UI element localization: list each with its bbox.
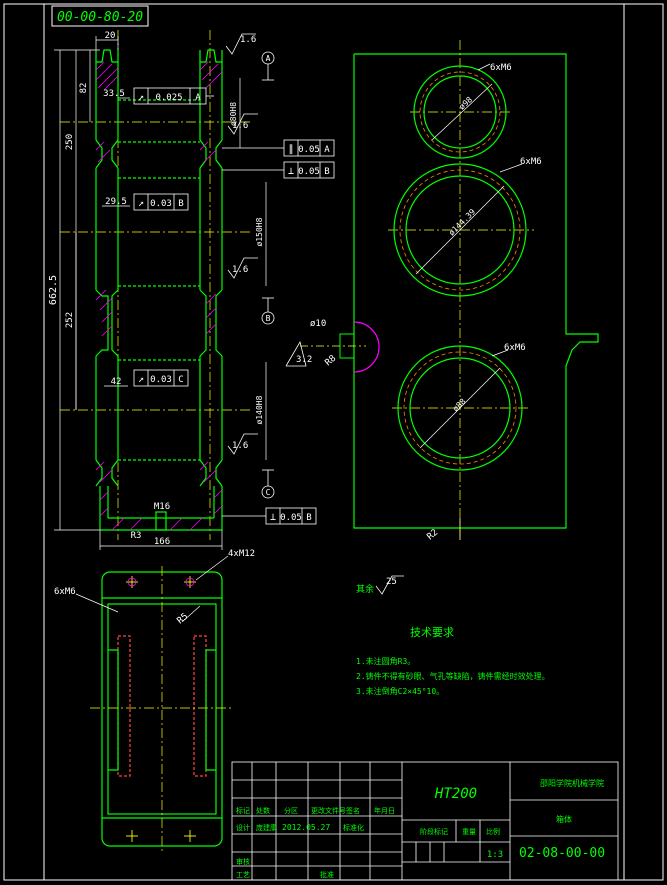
left-section-view: 20 82 250 662.5 252 33.5 29.5 42 166 R3 …	[48, 30, 335, 550]
tol-2-sym: ↗	[138, 198, 144, 209]
dim-off-42: 42	[111, 377, 122, 387]
dim-radius-r3: R3	[131, 531, 142, 541]
hole-label-3: 6xM6	[504, 343, 526, 353]
tolerance-frames	[133, 87, 335, 525]
dim-dia-upper: ø80H8	[229, 102, 238, 126]
left-view-dimlines	[54, 36, 223, 550]
tol-1-val: 0.025	[155, 93, 182, 103]
roughness-3: 1.6	[232, 265, 248, 275]
school-name: 邵阳学院机械学院	[540, 778, 604, 788]
small-dia-label: ø10	[310, 319, 326, 329]
tol-2-ref: B	[178, 199, 183, 209]
bottom-label-6xm6: 6xM6	[54, 587, 76, 597]
tol-1-sym: ↗	[138, 92, 144, 103]
tol-1-ref: A	[195, 93, 201, 103]
note-2: 2.铸件不得有砂眼、气孔等缺陷，铸件需经时效处理。	[356, 671, 550, 681]
row-label-4: 更改文件号	[311, 806, 346, 815]
side-boss	[300, 321, 380, 373]
tol-3-sym: ↗	[138, 374, 144, 385]
row-label-6: 年月日	[374, 806, 395, 815]
row3-label-1: 审核	[236, 857, 250, 866]
datum-c: C	[266, 488, 271, 497]
tol-4-sym: ∥	[289, 144, 294, 155]
row-label-3: 分区	[284, 806, 298, 815]
datum-b: B	[266, 314, 271, 323]
bore-diameter-leaders	[415, 63, 523, 449]
technical-notes: 其余 25 技术要求 1.未注圆角R3。 2.铸件不得有砂眼、气孔等缺陷，铸件需…	[356, 575, 550, 696]
scale: 1:3	[487, 850, 503, 860]
dim-bottom-width: 166	[154, 537, 170, 547]
tol-3-ref: C	[178, 375, 183, 385]
row-label-1: 标记	[236, 806, 250, 815]
tol-6-sym: ⊥	[270, 512, 276, 523]
roughness-1: 1.6	[240, 35, 256, 45]
part-name: 箱体	[556, 814, 572, 824]
dim-height-250: 250	[65, 134, 75, 150]
bottom-label-4xm12: 4xM12	[228, 549, 255, 559]
dim-off-295: 29.5	[105, 197, 127, 207]
right-roughness: 3.2	[296, 355, 312, 365]
weight-label: 重量	[462, 828, 476, 836]
hole-label-2: 6xM6	[520, 157, 542, 167]
bottom-view: 6xM6 4xM12 R5	[54, 549, 255, 852]
tol-4-ref: A	[324, 145, 330, 155]
row4-label-1: 工艺	[236, 871, 250, 879]
rough-all-value: 25	[386, 577, 397, 587]
dim-off-335: 33.5	[103, 89, 125, 99]
drawing-no: 02-08-00-00	[519, 846, 605, 861]
top-drawing-number: 00-00-80-20	[57, 10, 143, 25]
note-3: 3.未注倒角C2×45°10。	[356, 686, 444, 696]
dim-dia-lower: ø140H8	[255, 395, 264, 424]
dim-height-82: 82	[79, 83, 89, 94]
row2-label-2: 庞建康	[256, 823, 277, 832]
bore-circles	[393, 65, 527, 471]
left-view-roughness	[225, 33, 258, 455]
tol-2-val: 0.03	[150, 199, 172, 209]
right-view-centerlines	[388, 40, 534, 540]
row2-label-1: 设计	[236, 823, 250, 832]
dim-dia-mid: ø150H8	[255, 217, 264, 246]
bottom-view-centerlines	[90, 566, 234, 852]
tol-5-sym: ⊥	[288, 166, 294, 177]
left-view-hatching	[95, 61, 223, 531]
row-label-5: 签名	[346, 806, 360, 815]
tol-4-val: 0.05	[298, 145, 320, 155]
tol-3-val: 0.03	[150, 375, 172, 385]
note-1: 1.未注圆角R3。	[356, 656, 415, 666]
bottom-view-leaders	[75, 555, 229, 623]
right-view-outline	[353, 53, 599, 529]
datum-a: A	[266, 54, 271, 63]
datum-markers	[261, 51, 275, 499]
row4-label-2: 批准	[320, 870, 334, 879]
top-drawing-number-box: 00-00-80-20	[51, 5, 149, 27]
dim-height-252: 252	[65, 312, 75, 328]
dim-bottom-thread: M16	[154, 502, 170, 512]
tol-6-ref: B	[306, 513, 311, 523]
left-view-outline	[95, 49, 223, 531]
date: 2012.05.27	[282, 823, 330, 832]
tol-5-ref: B	[324, 167, 329, 177]
notes-title: 技术要求	[410, 626, 454, 639]
dim-top-width: 20	[105, 31, 116, 41]
material: HT200	[434, 786, 477, 802]
rough-all-prefix: 其余	[356, 583, 374, 595]
scale-label: 比例	[486, 827, 500, 836]
title-block: HT200 邵阳学院机械学院 箱体 02-08-00-00 1:3 阶段标记 重…	[231, 761, 619, 881]
tol-6-val: 0.05	[280, 513, 302, 523]
hole-label-1: 6xM6	[490, 63, 512, 73]
row-label-2: 处数	[256, 806, 270, 815]
row2-label-3: 标准化	[343, 823, 364, 832]
roughness-2: 1.6	[232, 121, 248, 131]
dim-height-total: 662.5	[48, 275, 59, 305]
tol-5-val: 0.05	[298, 167, 320, 177]
roughness-4: 1.6	[232, 441, 248, 451]
stage-label: 阶段标记	[420, 827, 448, 836]
